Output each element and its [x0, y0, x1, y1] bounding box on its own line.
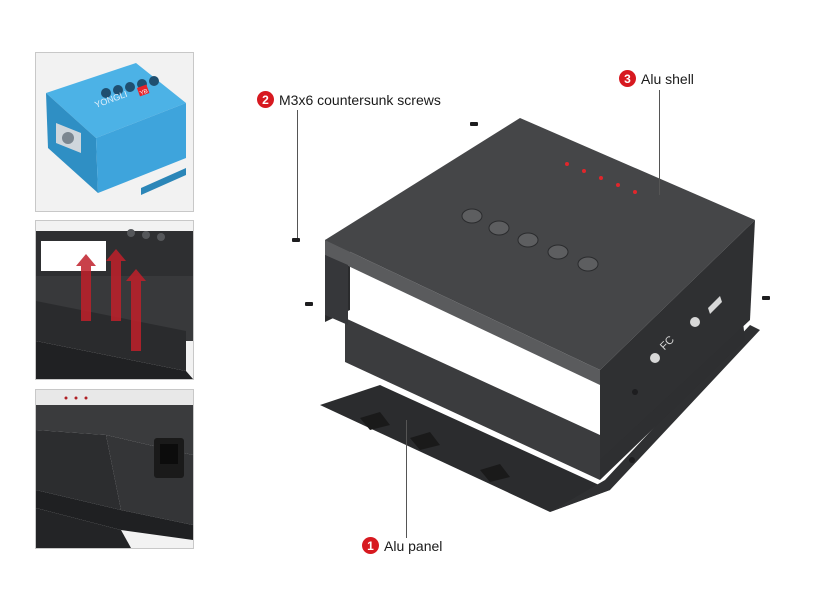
- callout-screws: 2 M3x6 countersunk screws: [257, 91, 441, 108]
- callout-number: 2: [257, 91, 274, 108]
- callout-shell: 3 Alu shell: [619, 70, 694, 87]
- recycle-icon: [650, 353, 660, 363]
- ce-icon: [690, 317, 700, 327]
- screw: [305, 302, 313, 306]
- callout-label: M3x6 countersunk screws: [279, 91, 441, 108]
- led-row: [565, 162, 637, 194]
- callout-label: Alu shell: [641, 70, 694, 87]
- callout-panel: 1 Alu panel: [362, 537, 442, 554]
- callout-label: Alu panel: [384, 537, 443, 554]
- thumbnail-power-socket[interactable]: [35, 389, 194, 549]
- alu-panel-body: [345, 318, 600, 480]
- screw: [292, 238, 300, 242]
- callout-number: 3: [619, 70, 636, 87]
- main-exploded-view: FC: [230, 40, 784, 535]
- callout-number: 1: [362, 537, 379, 554]
- leader-panel: [406, 420, 407, 538]
- leader-shell: [659, 90, 660, 195]
- button-row: [461, 208, 599, 272]
- alu-shell-top: [325, 118, 755, 370]
- brand-badge: YB: [139, 89, 149, 97]
- screw: [762, 296, 770, 300]
- screw: [470, 122, 478, 126]
- base-flange-left: [320, 385, 610, 512]
- alu-shell-side: [600, 220, 755, 460]
- thumbnail-blue-enclosure[interactable]: YONGLI YB: [35, 52, 194, 212]
- leader-screws: [297, 110, 298, 238]
- weee-icon: [708, 296, 722, 314]
- thumbnail-sliding-shell[interactable]: [35, 220, 194, 380]
